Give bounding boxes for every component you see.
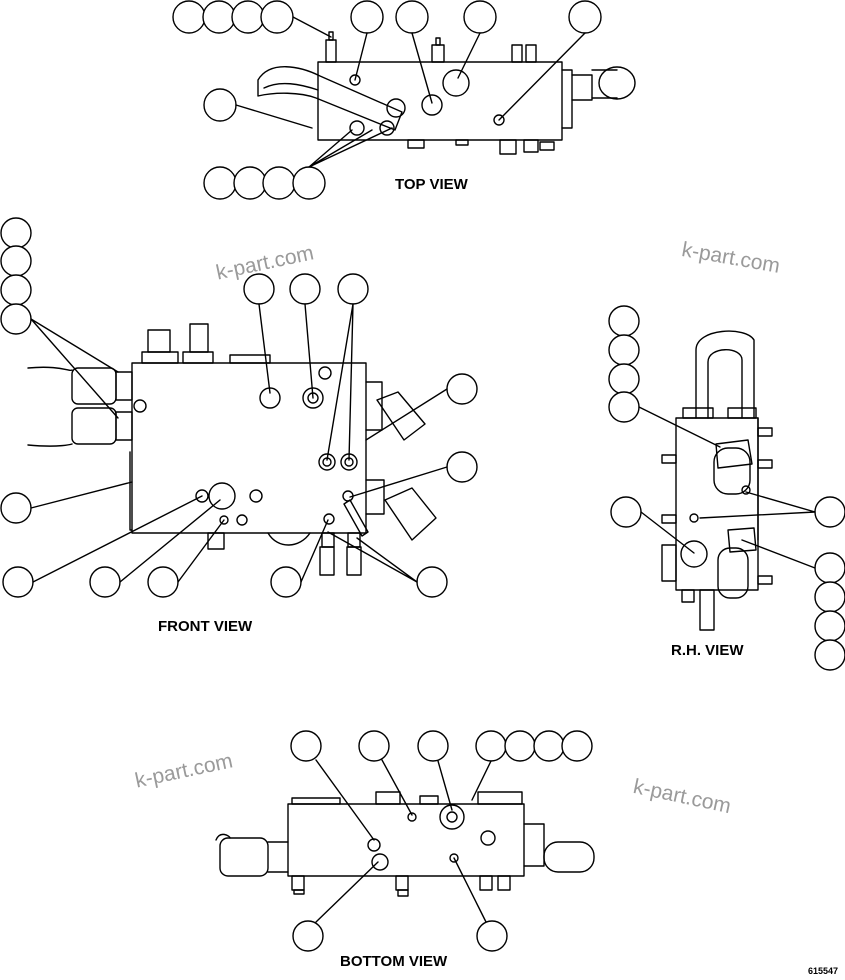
rh-view-drawing xyxy=(608,305,845,671)
rh-view-callouts xyxy=(608,305,845,671)
figure-code: 615547 xyxy=(808,966,839,976)
front-view-callouts xyxy=(0,217,478,598)
top-view-drawing xyxy=(172,0,636,200)
rh-view-label: R.H. VIEW xyxy=(671,642,744,659)
bottom-view-label: BOTTOM VIEW xyxy=(340,953,448,970)
bottom-view-callouts xyxy=(290,730,593,952)
top-view-label: TOP VIEW xyxy=(395,176,468,193)
front-view-label: FRONT VIEW xyxy=(158,618,253,635)
top-view-callouts xyxy=(172,0,602,200)
bottom-view-drawing xyxy=(215,730,595,952)
front-view-drawing xyxy=(0,217,478,598)
